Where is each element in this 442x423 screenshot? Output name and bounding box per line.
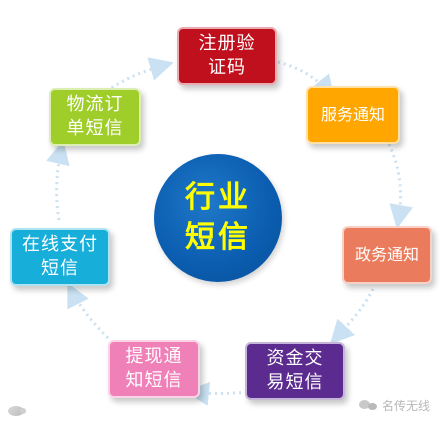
node-logistics-order-sms: 物流订 单短信 bbox=[49, 88, 141, 146]
center-label-line-2: 短信 bbox=[185, 220, 251, 255]
watermark-right: 名传无线 bbox=[358, 397, 430, 414]
node-label-line-1: 在线支付 bbox=[22, 234, 98, 255]
node-label-line-1: 注册验 bbox=[198, 33, 256, 54]
node-label-line-1: 资金交 bbox=[266, 348, 324, 369]
connector-withdrawal-to-payment bbox=[67, 282, 110, 340]
weibo-logo-icon bbox=[8, 406, 26, 416]
node-government-notification: 政务通知 bbox=[342, 226, 432, 284]
node-registration-verification: 注册验 证码 bbox=[177, 27, 277, 85]
node-label-line-2: 短信 bbox=[41, 258, 79, 279]
center-industry-sms: 行业 短信 bbox=[154, 154, 282, 282]
wechat-icon bbox=[358, 399, 377, 413]
node-label-line-2: 单短信 bbox=[66, 118, 124, 139]
connector-payment-to-logistics bbox=[46, 140, 70, 221]
node-label-line-1: 物流订 bbox=[66, 94, 124, 115]
node-label-line-1: 提现通 bbox=[125, 346, 183, 367]
connector-government-to-funds bbox=[329, 288, 375, 345]
node-label: 政务通知 bbox=[354, 245, 419, 264]
node-label-line-2: 易短信 bbox=[266, 372, 324, 393]
node-funds-transaction-sms: 资金交 易短信 bbox=[245, 342, 345, 400]
node-withdrawal-notification-sms: 提现通 知短信 bbox=[108, 340, 200, 398]
watermark-left bbox=[8, 406, 26, 416]
node-service-notification: 服务通知 bbox=[306, 86, 400, 144]
node-label-line-2: 证码 bbox=[208, 57, 246, 78]
node-label: 服务通知 bbox=[320, 105, 385, 124]
node-label-line-2: 知短信 bbox=[125, 370, 183, 391]
center-label-line-1: 行业 bbox=[185, 180, 251, 215]
connector-registration-to-service bbox=[277, 60, 335, 100]
connector-service-to-government bbox=[387, 143, 413, 229]
watermark-brand-text: 名传无线 bbox=[381, 399, 430, 413]
node-online-payment-sms: 在线支付 短信 bbox=[10, 228, 110, 286]
